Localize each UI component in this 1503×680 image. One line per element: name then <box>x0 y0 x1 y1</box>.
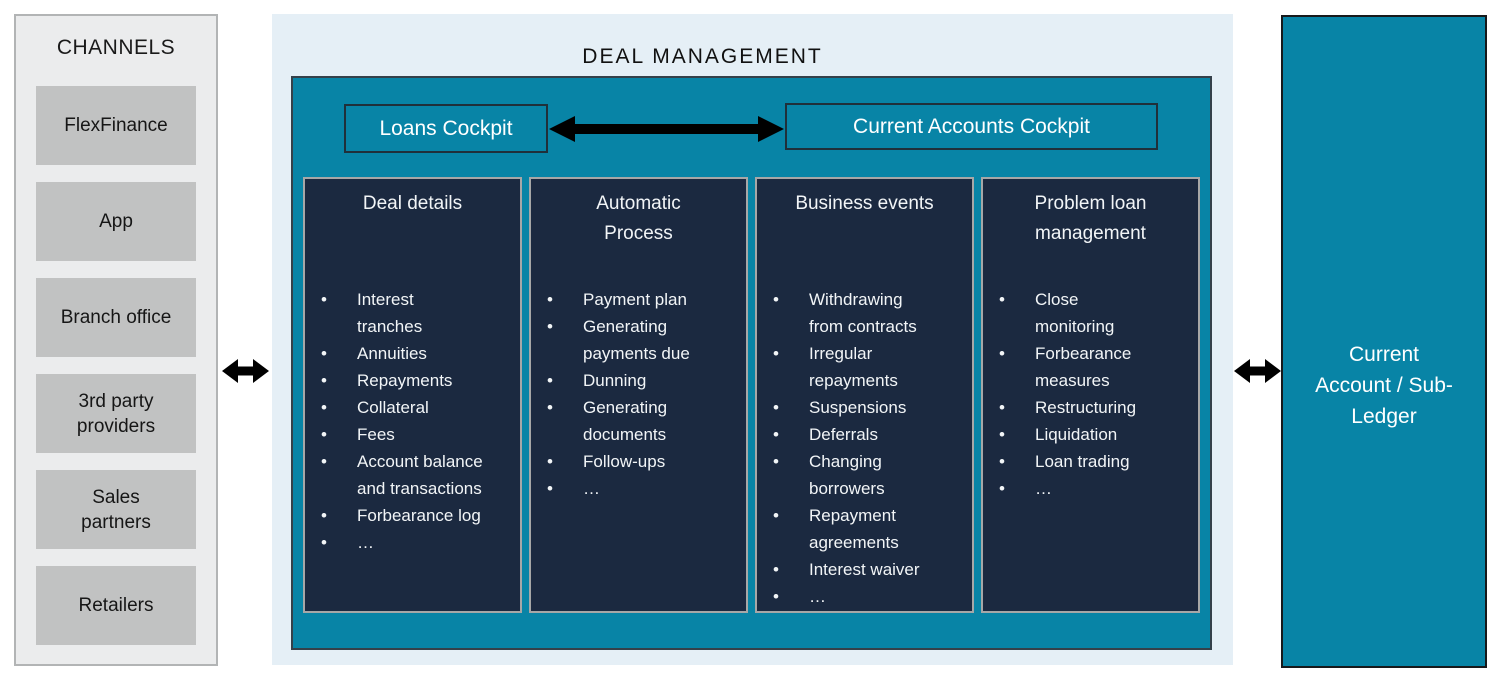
list-item: Interest waiver <box>773 556 966 583</box>
list-item: Annuities <box>321 340 514 367</box>
list-item: Generating payments due <box>547 313 740 367</box>
deal-management-title: DEAL MANAGEMENT <box>582 45 823 68</box>
list-item: Interest tranches <box>321 286 514 340</box>
list-item: Repayments <box>321 367 514 394</box>
channel-list: FlexFinance App Branch office 3rd party … <box>36 86 196 645</box>
list-item: Fees <box>321 421 514 448</box>
channel-item-3rd-party-providers: 3rd party providers <box>36 374 196 453</box>
list-item: … <box>773 583 966 610</box>
deal-management-box: Loans Cockpit Current Accounts Cockpit D… <box>291 76 1212 650</box>
ledger-box: Current Account / Sub- Ledger <box>1281 15 1487 668</box>
channel-item-sales-partners: Sales partners <box>36 470 196 549</box>
list-item: Changing borrowers <box>773 448 966 502</box>
panel-list: Payment plan Generating payments due Dun… <box>531 286 740 502</box>
channel-item-retailers: Retailers <box>36 566 196 645</box>
list-item: Forbearance measures <box>999 340 1192 394</box>
list-item: Loan trading <box>999 448 1192 475</box>
list-item: Withdrawing from contracts <box>773 286 966 340</box>
panel-title: Business events <box>795 193 934 214</box>
panel-deal-details: Deal details Interest tranches Annuities… <box>303 177 522 613</box>
list-item: Forbearance log <box>321 502 514 529</box>
channel-item-app: App <box>36 182 196 261</box>
list-item: Dunning <box>547 367 740 394</box>
list-item: Generating documents <box>547 394 740 448</box>
list-item: … <box>547 475 740 502</box>
list-item: Collateral <box>321 394 514 421</box>
list-item: Liquidation <box>999 421 1192 448</box>
panel-list: Interest tranches Annuities Repayments C… <box>305 286 514 556</box>
list-item: Irregular repayments <box>773 340 966 394</box>
list-item: Repayment agreements <box>773 502 966 556</box>
deal-ledger-double-arrow-icon <box>1234 359 1281 383</box>
loans-cockpit-box: Loans Cockpit <box>344 104 548 153</box>
panel-list: Close monitoring Forbearance measures Re… <box>983 286 1192 502</box>
current-accounts-cockpit-box: Current Accounts Cockpit <box>785 103 1158 150</box>
list-item: Payment plan <box>547 286 740 313</box>
panel-title: Deal details <box>362 193 463 214</box>
list-item: Close monitoring <box>999 286 1192 340</box>
list-item: Deferrals <box>773 421 966 448</box>
list-item: … <box>321 529 514 556</box>
list-item: Follow-ups <box>547 448 740 475</box>
panel-title: Problem loan management <box>1034 193 1147 244</box>
channels-deal-double-arrow-icon <box>222 359 269 383</box>
channel-item-flexfinance: FlexFinance <box>36 86 196 165</box>
cockpits-link-double-arrow-icon <box>549 116 784 142</box>
panel-business-events: Business events Withdrawing from contrac… <box>755 177 974 613</box>
channel-item-branch-office: Branch office <box>36 278 196 357</box>
channels-title: CHANNELS <box>56 36 176 59</box>
panel-problem-loan-management: Problem loan management Close monitoring… <box>981 177 1200 613</box>
list-item: Account balance and transactions <box>321 448 514 502</box>
list-item: … <box>999 475 1192 502</box>
list-item: Suspensions <box>773 394 966 421</box>
panel-automatic-process: Automatic Process Payment plan Generatin… <box>529 177 748 613</box>
panel-list: Withdrawing from contracts Irregular rep… <box>757 286 966 610</box>
channels-panel: CHANNELS FlexFinance App Branch office 3… <box>14 14 218 666</box>
panel-title: Automatic Process <box>596 193 681 244</box>
deal-management-section: DEAL MANAGEMENT Loans Cockpit Current Ac… <box>272 14 1233 665</box>
list-item: Restructuring <box>999 394 1192 421</box>
deal-management-panels: Deal details Interest tranches Annuities… <box>303 177 1200 613</box>
